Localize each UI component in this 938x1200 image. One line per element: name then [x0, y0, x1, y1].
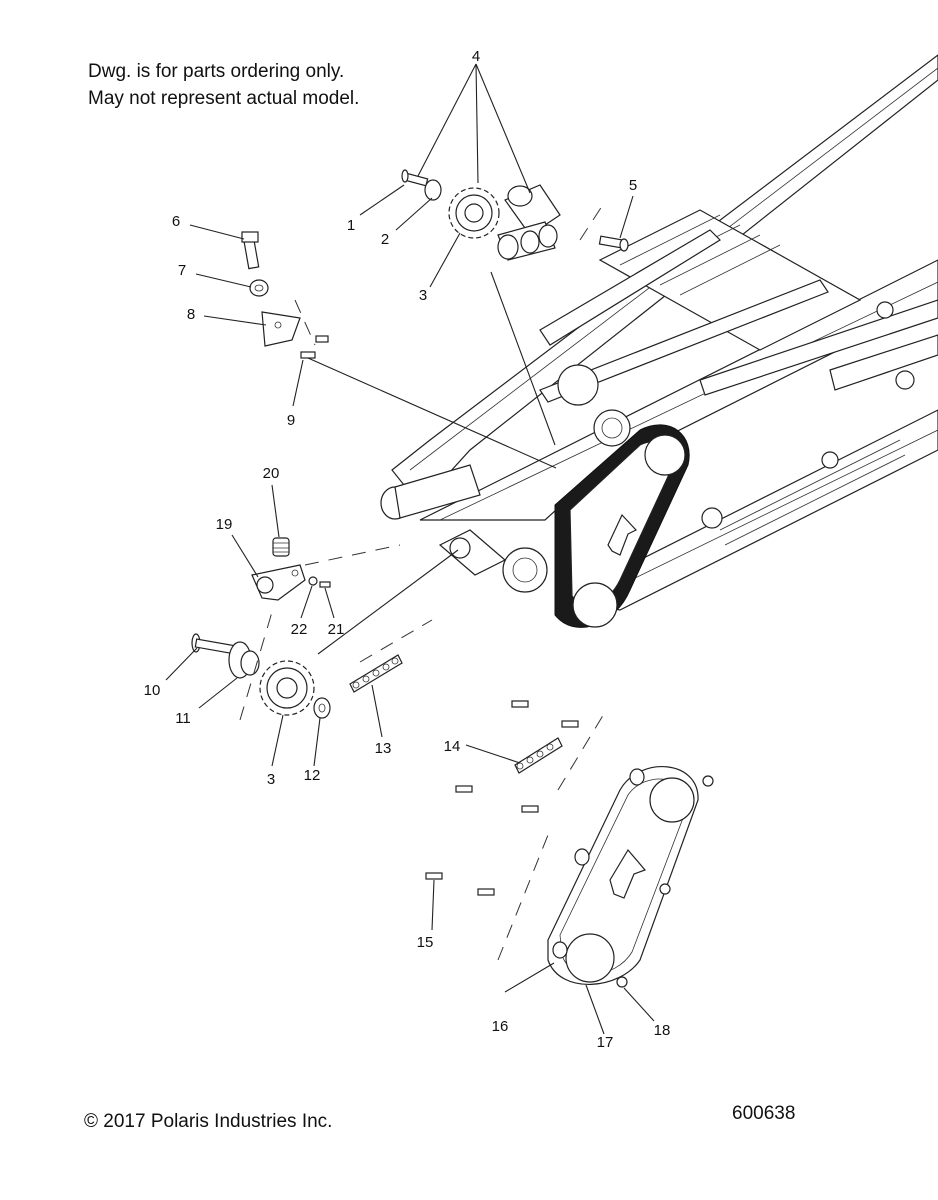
callout-15: 15 [417, 934, 434, 951]
callout-9: 9 [287, 412, 295, 429]
bolt-part-6 [241, 231, 260, 270]
tensioner-arm-group [251, 537, 401, 601]
callout-14: 14 [444, 738, 461, 755]
bracket-group [241, 231, 329, 359]
rail-slots [719, 439, 906, 546]
disclaimer-line-1: Dwg. is for parts ordering only. [88, 61, 344, 82]
leader-lines [165, 63, 655, 1035]
installed-chaincase [554, 424, 690, 628]
chain-part-13 [349, 654, 403, 693]
callout-19: 19 [216, 516, 233, 533]
callout-16: 16 [492, 1018, 509, 1035]
callout-18: 18 [654, 1022, 671, 1039]
bracket-part-8 [261, 311, 301, 347]
callout-7: 7 [178, 262, 186, 279]
copyright-notice: © 2017 Polaris Industries Inc. [84, 1111, 332, 1132]
callout-10: 10 [144, 682, 161, 699]
rail-frame-assembly [380, 54, 938, 611]
callout-4: 4 [472, 48, 480, 65]
spring-part-20 [272, 537, 290, 557]
lower-sprocket-group [191, 611, 433, 721]
bolt-part-5 [598, 235, 629, 252]
screw-part-21 [319, 581, 331, 588]
callout-22: 22 [291, 621, 308, 638]
bolts-part-15 [425, 700, 579, 896]
callout-12: 12 [304, 767, 321, 784]
callout-6: 6 [172, 213, 180, 230]
nuts-part-18 [616, 775, 714, 988]
callout-3-upper: 3 [419, 287, 427, 304]
disclaimer-line-2: May not represent actual model. [88, 88, 359, 109]
callout-21: 21 [328, 621, 345, 638]
bolt-part-10 [191, 633, 235, 655]
spacer-part-11 [228, 641, 260, 679]
callout-1: 1 [347, 217, 355, 234]
tensioner-part-4 [497, 184, 561, 261]
nut-part-7 [249, 279, 269, 297]
washer-part-22 [308, 576, 318, 586]
callout-5: 5 [629, 177, 637, 194]
sprocket-part-3-upper [448, 187, 500, 239]
callout-3-lower: 3 [267, 771, 275, 788]
callout-2: 2 [381, 231, 389, 248]
sprocket-part-3-lower [259, 660, 315, 716]
chain-part-14 [514, 737, 563, 774]
callout-11: 11 [175, 710, 191, 727]
bushing-part-12 [313, 697, 331, 719]
screws-part-9 [300, 335, 329, 359]
callout-labels: 4 1 2 3 5 6 7 8 9 20 19 22 21 10 11 3 12… [144, 48, 671, 1051]
washer-part-2 [424, 179, 442, 201]
callout-8: 8 [187, 306, 195, 323]
callout-17: 17 [597, 1034, 614, 1051]
arm-part-19 [251, 564, 306, 601]
upper-sprocket-group [401, 169, 629, 261]
callout-20: 20 [263, 465, 280, 482]
callout-13: 13 [375, 740, 392, 757]
chaincase-cover-group [425, 700, 714, 988]
cover-part-16 [547, 766, 699, 985]
bolt-part-1 [401, 169, 429, 187]
drawing-number: 600638 [732, 1103, 795, 1124]
